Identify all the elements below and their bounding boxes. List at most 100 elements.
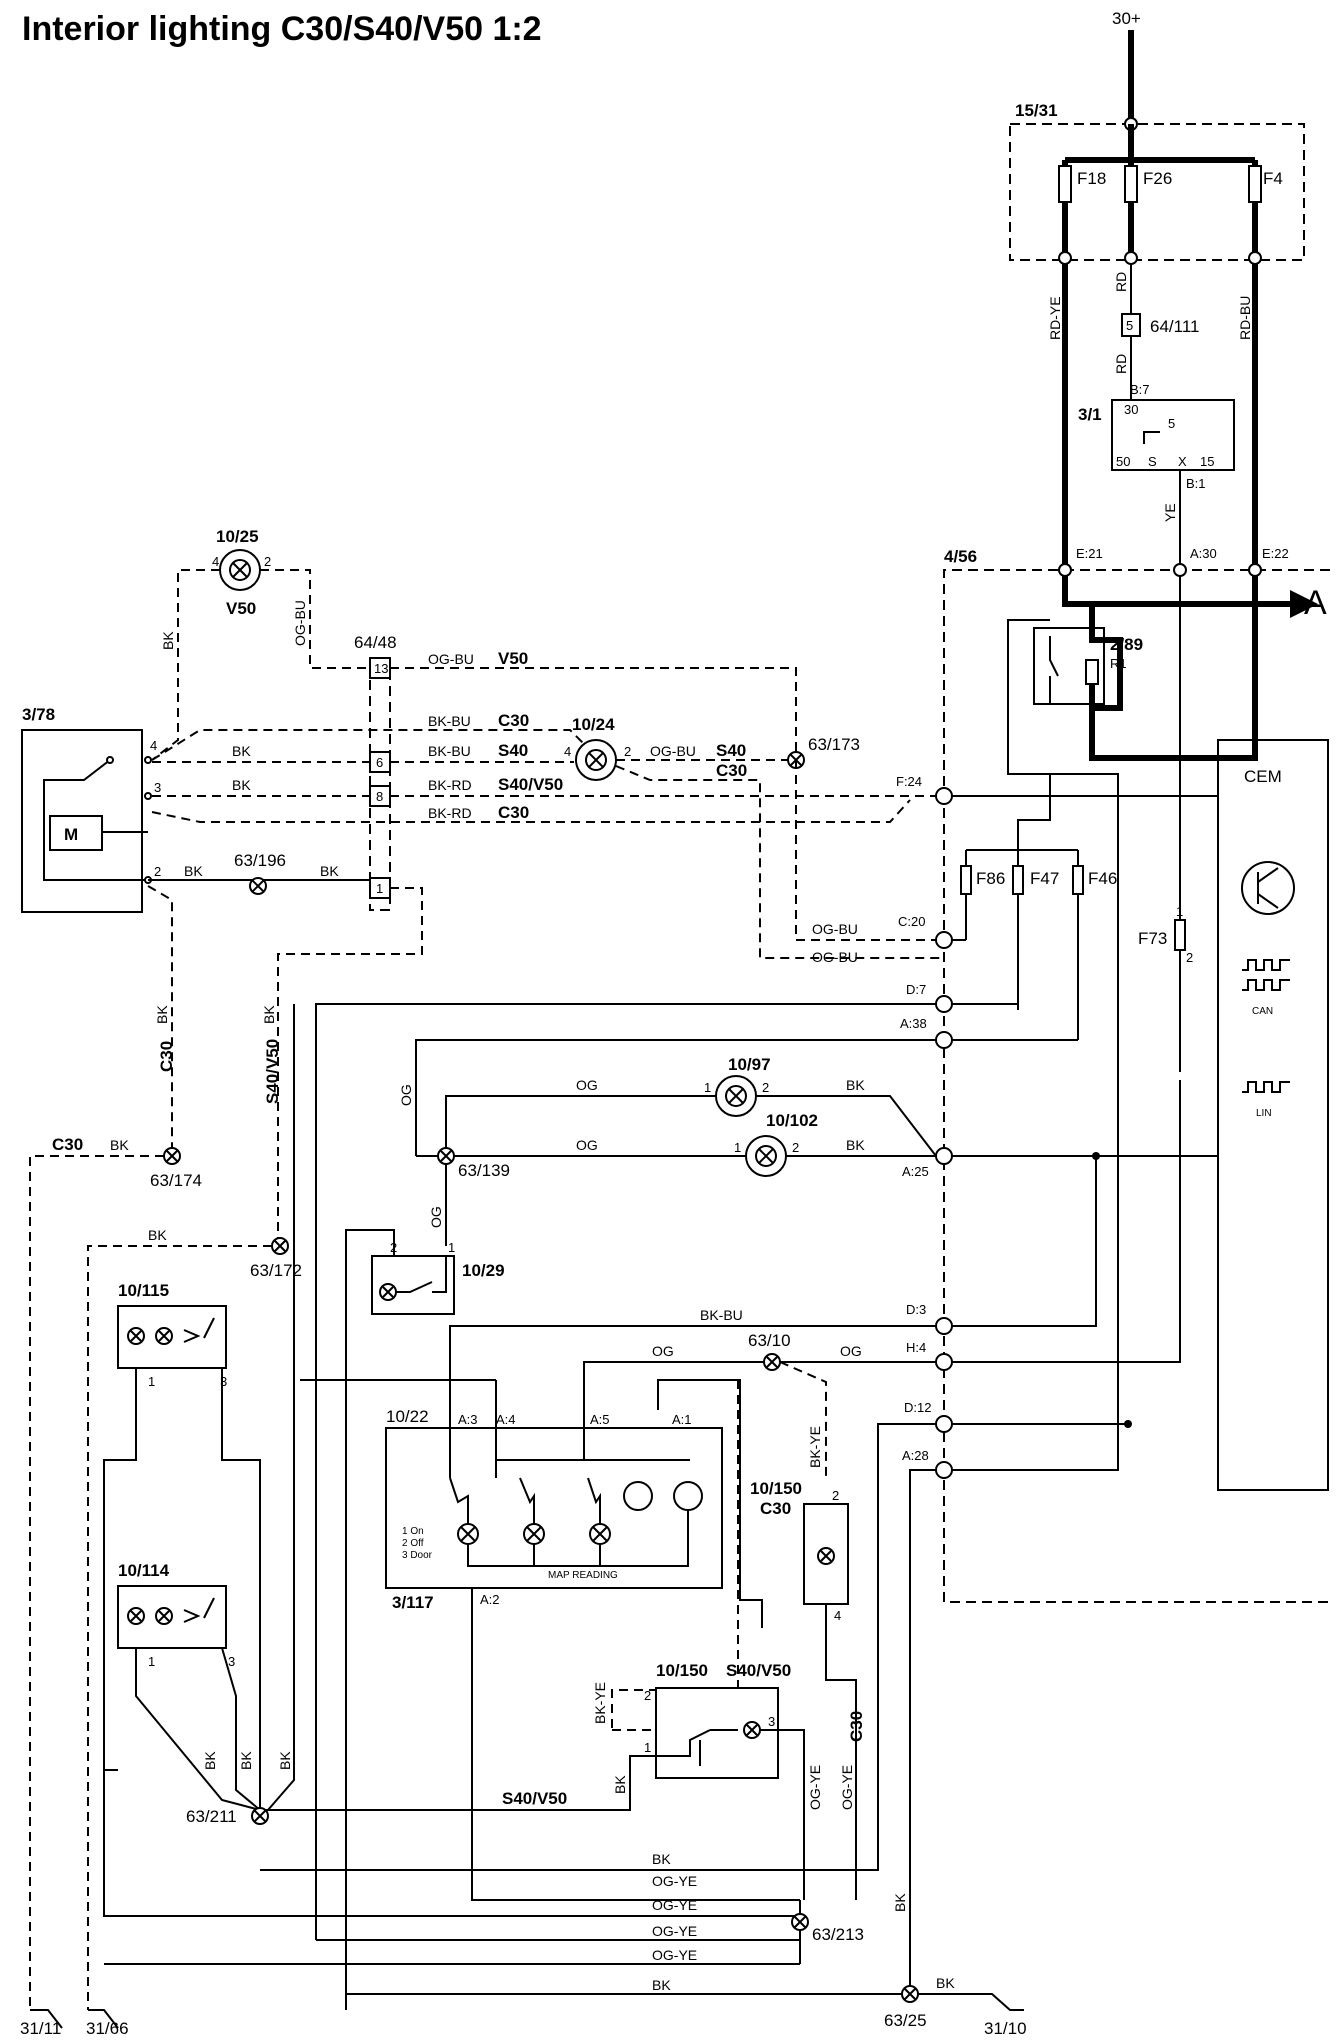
svg-text:6: 6: [376, 755, 383, 770]
svg-text:D:12: D:12: [904, 1400, 931, 1415]
svg-text:F86: F86: [976, 869, 1005, 888]
svg-text:2: 2: [1186, 950, 1193, 965]
pin-50: 50: [1116, 454, 1130, 469]
svg-text:OG-YE: OG-YE: [807, 1765, 823, 1810]
svg-text:4: 4: [150, 738, 157, 753]
svg-text:OG-BU: OG-BU: [812, 921, 858, 937]
lamp-10-24-label: 10/24: [572, 715, 615, 734]
svg-text:OG-BU: OG-BU: [650, 743, 696, 759]
svg-text:BK: BK: [612, 1775, 628, 1794]
connector-64-48: 64/48 13 6 8 1: [354, 633, 397, 911]
svg-text:3: 3: [220, 1374, 227, 1389]
fuse-f4-label: F4: [1263, 169, 1283, 188]
svg-text:F73: F73: [1138, 929, 1167, 948]
svg-text:BK: BK: [184, 863, 203, 879]
svg-text:3: 3: [768, 1714, 775, 1729]
can-label: CAN: [1252, 1006, 1273, 1017]
connector-64-48-label: 64/48: [354, 633, 397, 652]
wire-ye: YE: [1162, 503, 1178, 522]
lin-label: LIN: [1256, 1108, 1272, 1119]
svg-text:OG-YE: OG-YE: [652, 1897, 697, 1913]
pin-15: 15: [1200, 454, 1214, 469]
svg-text:BK-YE: BK-YE: [592, 1682, 608, 1724]
svg-text:F46: F46: [1088, 869, 1117, 888]
lamp-10-25: 10/25 4 2 V50: [212, 527, 271, 618]
svg-text:1: 1: [644, 1740, 651, 1755]
svg-text:BK: BK: [261, 1005, 277, 1024]
svg-text:2: 2: [154, 864, 161, 879]
svg-text:1: 1: [1176, 904, 1183, 919]
cem-label: CEM: [1244, 767, 1282, 786]
svg-text:31/66: 31/66: [86, 2019, 129, 2038]
pin-5: 5: [1168, 416, 1175, 431]
diagram-title: Interior lighting C30/S40/V50 1:2: [22, 10, 542, 48]
svg-text:63/139: 63/139: [458, 1161, 510, 1180]
svg-text:BK: BK: [277, 1751, 293, 1770]
lamp-10-102: 10/102 1 2: [734, 1111, 818, 1177]
svg-text:8: 8: [376, 789, 383, 804]
svg-text:BK: BK: [232, 777, 251, 793]
svg-text:63/213: 63/213: [812, 1925, 864, 1944]
mirror-motor-label: 3/78: [22, 705, 55, 724]
svg-text:2: 2: [832, 1488, 839, 1503]
connector-64-111-label: 64/111: [1150, 317, 1199, 336]
svg-text:A:4: A:4: [496, 1412, 516, 1427]
svg-text:C30: C30: [760, 1499, 791, 1518]
can-wave-icon: [1242, 959, 1290, 971]
svg-text:BK-YE: BK-YE: [807, 1426, 823, 1468]
svg-text:BK: BK: [652, 1851, 671, 1867]
svg-text:A:25: A:25: [902, 1164, 929, 1179]
lamp-10-97: 10/97 1 2: [704, 1055, 771, 1117]
svg-text:C30: C30: [52, 1135, 83, 1154]
svg-text:10/102: 10/102: [766, 1111, 818, 1130]
svg-text:BK: BK: [320, 863, 339, 879]
ground-63-172-label: 63/172: [250, 1261, 302, 1280]
pin-e21: E:21: [1076, 546, 1103, 561]
svg-text:BK: BK: [202, 1751, 218, 1770]
lamp-10-115: 10/115 1 3: [117, 1281, 227, 1389]
fuse-f73-icon: [1174, 919, 1186, 951]
svg-text:10/114: 10/114: [118, 1561, 170, 1580]
svg-text:OG-BU: OG-BU: [428, 651, 474, 667]
svg-text:C30: C30: [157, 1041, 176, 1072]
svg-text:H:4: H:4: [906, 1340, 926, 1355]
svg-text:F47: F47: [1030, 869, 1059, 888]
svg-text:D:3: D:3: [906, 1302, 926, 1317]
svg-text:OG: OG: [840, 1343, 862, 1359]
svg-text:1: 1: [376, 881, 383, 896]
arrow-ref-a: A: [1304, 584, 1327, 622]
supply-label: 30+: [1112, 9, 1141, 28]
connector-64-111-pin: 5: [1126, 318, 1133, 333]
fuse-f18-icon: [1058, 165, 1072, 203]
svg-text:OG-YE: OG-YE: [652, 1947, 697, 1963]
svg-text:BK-BU: BK-BU: [428, 743, 471, 759]
svg-text:BK: BK: [238, 1751, 254, 1770]
svg-text:BK: BK: [652, 1977, 671, 1993]
svg-text:D:7: D:7: [906, 982, 926, 997]
svg-text:63/25: 63/25: [884, 2011, 927, 2030]
svg-text:2: 2: [792, 1140, 799, 1155]
pin-b7: B:7: [1130, 382, 1150, 397]
pin-e22: E:22: [1262, 546, 1289, 561]
svg-text:10/22: 10/22: [386, 1407, 429, 1426]
svg-text:10/29: 10/29: [462, 1261, 505, 1280]
svg-text:A:2: A:2: [480, 1592, 500, 1607]
svg-text:A:38: A:38: [900, 1016, 927, 1031]
svg-text:OG-BU: OG-BU: [812, 949, 858, 965]
fuse-f18-label: F18: [1077, 169, 1106, 188]
svg-text:BK-BU: BK-BU: [428, 713, 471, 729]
svg-text:OG-YE: OG-YE: [652, 1923, 697, 1939]
svg-text:3/117: 3/117: [392, 1593, 434, 1612]
ignition-switch-label: 3/1: [1078, 405, 1102, 424]
svg-text:OG: OG: [576, 1137, 598, 1153]
fuses-f86-f47-f46: F86 F47 F46: [960, 774, 1117, 1040]
svg-text:OG-YE: OG-YE: [652, 1873, 697, 1889]
svg-text:A:1: A:1: [672, 1412, 692, 1427]
svg-text:A:28: A:28: [902, 1448, 929, 1463]
svg-text:BK-RD: BK-RD: [428, 777, 472, 793]
svg-text:1: 1: [448, 1240, 455, 1255]
svg-text:S40: S40: [498, 741, 528, 760]
lamp-10-25-model: V50: [226, 599, 256, 618]
ground-63-173-label: 63/173: [808, 735, 860, 754]
pin-b1: B:1: [1186, 476, 1206, 491]
